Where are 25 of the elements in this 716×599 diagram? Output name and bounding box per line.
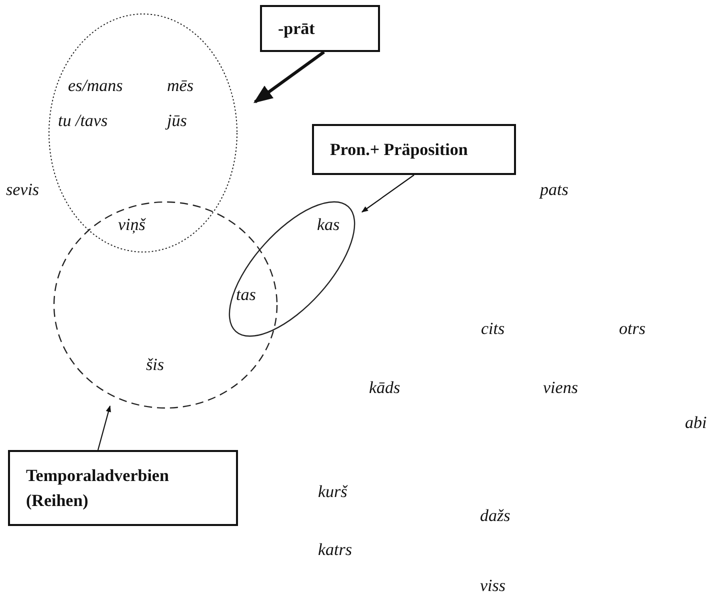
text-box: Temporaladverbien (Reihen) <box>8 450 238 526</box>
word-label: otrs <box>619 319 646 339</box>
arrow <box>361 174 414 212</box>
word-label: mēs <box>167 76 194 96</box>
word-label: sevis <box>6 180 40 200</box>
arrow <box>97 405 111 450</box>
text-box: Pron.+ Präposition <box>312 124 516 175</box>
word-label: viņš <box>118 215 146 235</box>
word-label: viss <box>480 576 506 596</box>
word-label: abi <box>685 413 707 433</box>
word-label: jūs <box>167 111 187 131</box>
word-label: cits <box>481 319 505 339</box>
word-label: tu /tavs <box>58 111 108 131</box>
word-label: viens <box>543 378 578 398</box>
arrow <box>253 50 325 104</box>
word-label: dažs <box>480 506 510 526</box>
word-label: pats <box>540 180 568 200</box>
text-box: -prāt <box>260 5 380 52</box>
word-label: katrs <box>318 540 352 560</box>
word-label: tas <box>236 285 256 305</box>
word-label: kurš <box>318 482 348 502</box>
word-label: kas <box>317 215 340 235</box>
word-label: es/mans <box>68 76 123 96</box>
word-label: šis <box>146 355 164 375</box>
word-label: kāds <box>369 378 400 398</box>
